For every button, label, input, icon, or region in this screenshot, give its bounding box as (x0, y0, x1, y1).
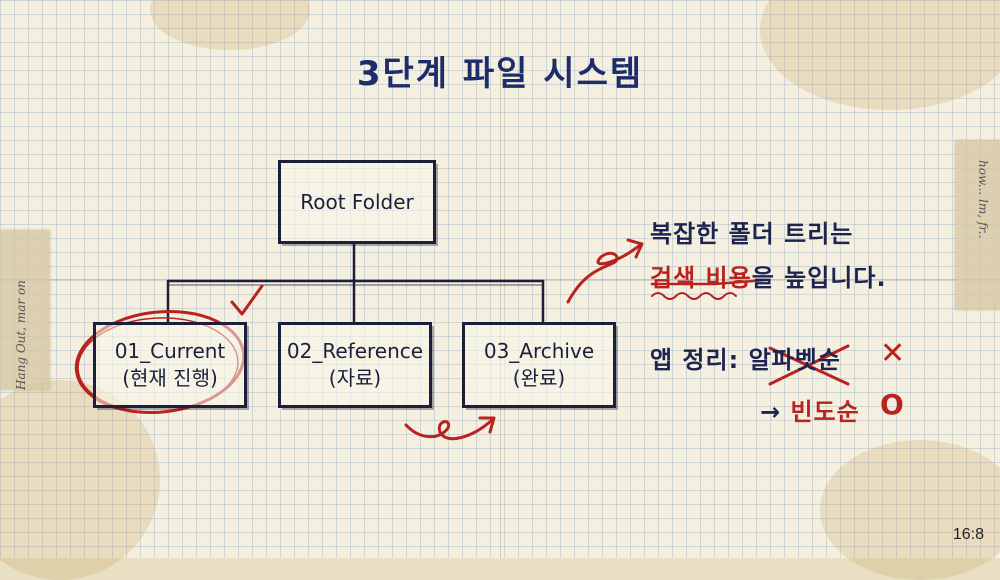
note-sort-wrong: 알파벳순 (748, 346, 841, 374)
note-line-1: 복잡한 폴더 트리는 (650, 220, 854, 248)
paper-stain (820, 440, 1000, 580)
folder-name: 03_Archive (483, 339, 595, 363)
note-line-2-rest: 을 높입니다. (751, 264, 887, 292)
wrong-mark-icon: ✕ (880, 336, 906, 371)
folder-box-reference: 02_Reference (자료) (278, 322, 432, 408)
arrow-head-note (626, 238, 644, 259)
folder-desc: (현재 진행) (122, 366, 218, 390)
note-arrow: → (760, 398, 791, 426)
folder-desc: (완료) (512, 366, 566, 390)
note-line-2: 검색 비용을 높입니다. (650, 258, 887, 293)
underline-search-cost (650, 278, 768, 286)
squiggle-underline (651, 292, 737, 300)
note-sort-right: 빈도순 (790, 398, 860, 426)
folder-name: 01_Current (114, 339, 226, 363)
curly-arrow-archive (404, 418, 494, 441)
diagram-connectors (74, 238, 850, 441)
page-title: 3단계 파일 시스템 (356, 54, 644, 94)
curly-arrow-to-note (566, 243, 642, 304)
root-folder-box: Root Folder (278, 160, 436, 244)
root-folder-label: Root Folder (300, 189, 414, 214)
folder-desc: (자료) (328, 366, 382, 390)
paper-stain (0, 380, 160, 580)
folder-name: 02_Reference (286, 339, 424, 363)
aspect-ratio-label: 16:8 (952, 526, 984, 543)
paper-fold-horizontal (0, 279, 1000, 280)
note-sort-better: → 빈도순 (760, 392, 860, 427)
note-sort-line: 앱 정리: 알파벳순 (650, 340, 841, 375)
folder-box-archive: 03_Archive (완료) (462, 322, 616, 408)
right-mark-icon: O (880, 388, 904, 421)
note-sort-prefix: 앱 정리: (650, 346, 749, 374)
strike-line-2 (768, 344, 850, 386)
tape-left (0, 230, 50, 390)
folder-box-current: 01_Current (현재 진행) (93, 322, 247, 408)
arrow-head-archive (478, 416, 496, 434)
paper-fold-vertical (500, 0, 501, 558)
note-highlight-search-cost: 검색 비용 (650, 264, 752, 292)
tape-right (955, 140, 1000, 310)
checkmark-icon (230, 284, 264, 316)
